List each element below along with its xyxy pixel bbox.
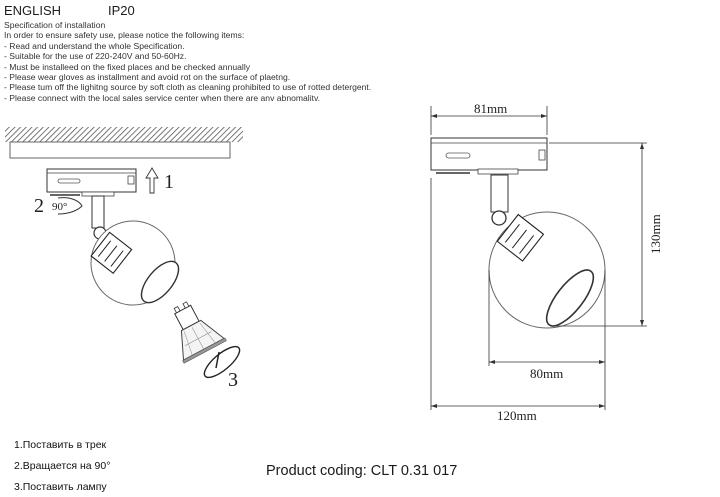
dim-total-width: 120mm xyxy=(497,408,537,423)
track-rail xyxy=(9,141,231,159)
spec-item: - Please connect with the local sales se… xyxy=(4,92,321,103)
track-adapter xyxy=(430,137,548,175)
spec-item: - Read and understand the whole Specific… xyxy=(4,40,185,51)
socket-block xyxy=(90,231,133,274)
rotation-label: 90° xyxy=(52,201,67,213)
rotate-arrow-icon xyxy=(57,197,83,215)
product-coding: Product coding: CLT 0.31 017 xyxy=(266,463,458,479)
shade-opening xyxy=(140,260,180,304)
stem xyxy=(490,174,509,213)
spec-item: - Please wear gloves as installment and … xyxy=(4,72,291,83)
installation-diagram: 1 2 90° 3 xyxy=(5,127,243,391)
dim-height: 130mm xyxy=(648,214,663,254)
step-marker-2: 2 xyxy=(34,195,44,217)
spec-title: Specification of installation xyxy=(4,20,106,30)
gu10-lamp xyxy=(173,301,227,364)
spec-item: - Suitable for the use of 220-240V and 5… xyxy=(4,51,187,62)
joint xyxy=(491,210,507,226)
spec-item: - Please tum off the lighitng source by … xyxy=(4,82,372,93)
spec-item: - Must be installeed on the fixed places… xyxy=(4,61,251,72)
dim-shade-diameter: 80mm xyxy=(530,366,563,381)
spec-intro: In order to ensure safety use, please no… xyxy=(4,30,245,41)
stem xyxy=(91,195,105,229)
socket-block xyxy=(496,213,545,262)
ip-rating-label: IP20 xyxy=(108,3,135,18)
up-arrow-icon xyxy=(145,167,159,194)
step-ru-2: 2.Вращается на 90° xyxy=(14,460,111,472)
dimension-diagram: 81mm 130mm 80mm 120mm xyxy=(430,101,663,423)
dim-adapter-width: 81mm xyxy=(474,101,507,116)
track-adapter xyxy=(46,168,137,197)
rotate-ring-icon xyxy=(203,345,241,379)
step-ru-3: 3.Поставить лампу xyxy=(14,481,107,493)
ceiling-hatch xyxy=(5,127,243,142)
step-ru-1: 1.Поставить в трек xyxy=(14,439,107,451)
step-marker-1: 1 xyxy=(164,171,174,193)
shade-opening xyxy=(545,269,595,327)
language-label: ENGLISH xyxy=(4,3,62,18)
specification-block: Specification of installation In order t… xyxy=(4,20,424,103)
step-marker-3: 3 xyxy=(228,369,238,391)
